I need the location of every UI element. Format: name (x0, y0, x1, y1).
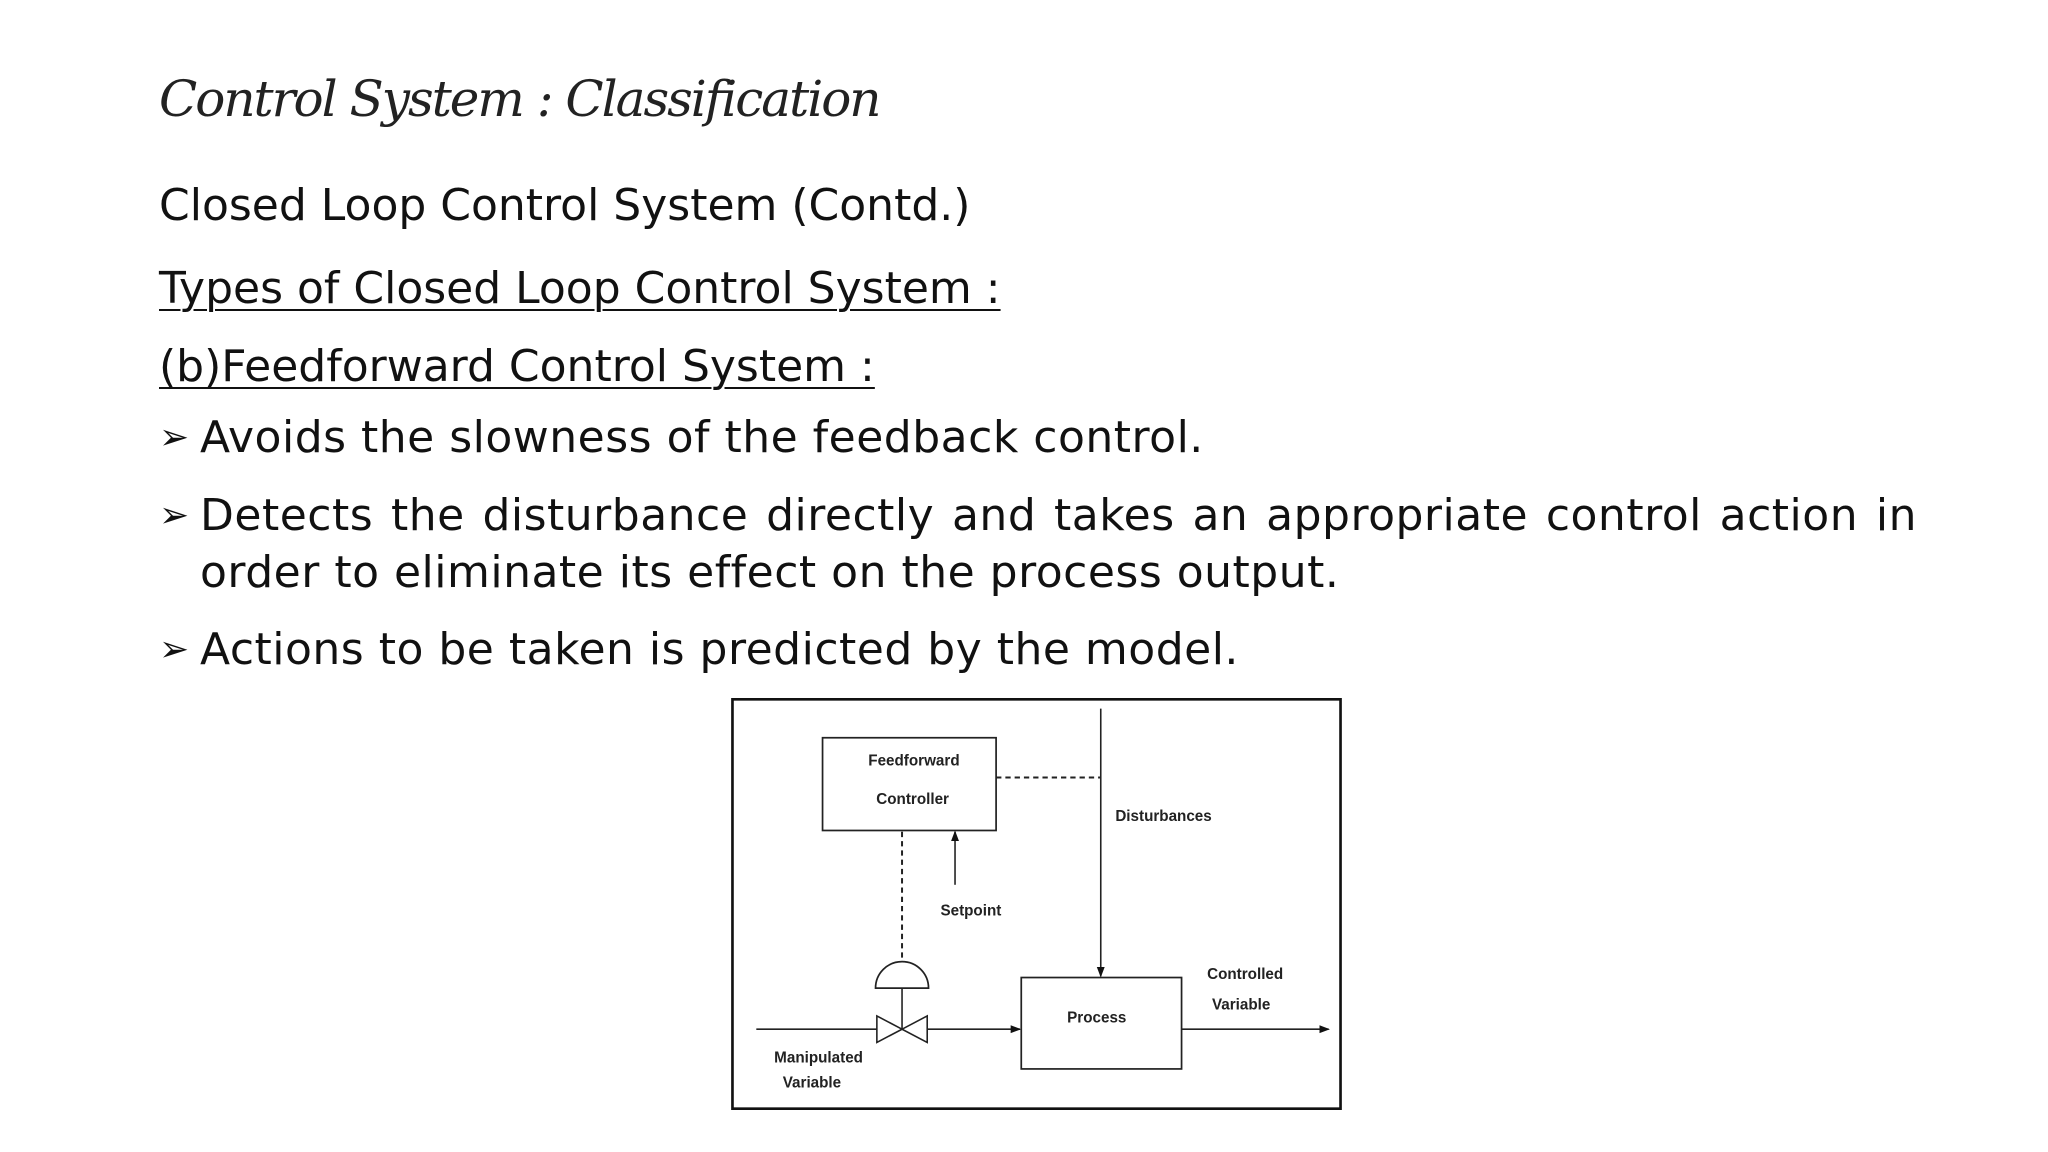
process-box (1020, 976, 1183, 1070)
bullet-item: ➢ Detects the disturbance directly and t… (159, 487, 1917, 601)
bullet-text: Actions to be taken is predicted by the … (200, 624, 1239, 675)
controlled-label-2: Variable (1212, 996, 1270, 1013)
arrowhead-bullet-icon: ➢ (159, 629, 190, 670)
arrowhead-bullet-icon: ➢ (159, 417, 190, 458)
arrowhead-bullet-icon: ➢ (159, 495, 190, 536)
bullet-item: ➢ Avoids the slowness of the feedback co… (159, 409, 1917, 466)
section-heading: (b)Feedforward Control System : (159, 341, 875, 392)
slide-subtitle: Closed Loop Control System (Contd.) (159, 180, 971, 231)
bullet-text: Avoids the slowness of the feedback cont… (200, 412, 1204, 463)
manipulated-label-2: Variable (783, 1074, 841, 1091)
slide-title: Control System : Classification (159, 70, 881, 128)
controller-label-2: Controller (876, 791, 949, 808)
bullet-text: Detects the disturbance directly and tak… (200, 490, 1917, 598)
process-label: Process (1067, 1010, 1126, 1027)
feedforward-diagram: Feedforward Controller Disturbances Setp… (731, 698, 1342, 1110)
types-heading: Types of Closed Loop Control System : (159, 263, 1001, 314)
valve-actuator-icon (874, 960, 930, 989)
diagram-frame (731, 698, 1342, 1110)
setpoint-label: Setpoint (940, 902, 1001, 919)
controller-label-1: Feedforward (868, 753, 959, 770)
bullet-item: ➢ Actions to be taken is predicted by th… (159, 621, 1917, 678)
disturbances-label: Disturbances (1115, 808, 1211, 825)
manipulated-label-1: Manipulated (774, 1049, 863, 1066)
controlled-label-1: Controlled (1207, 966, 1283, 983)
feedforward-controller-box (821, 736, 997, 832)
